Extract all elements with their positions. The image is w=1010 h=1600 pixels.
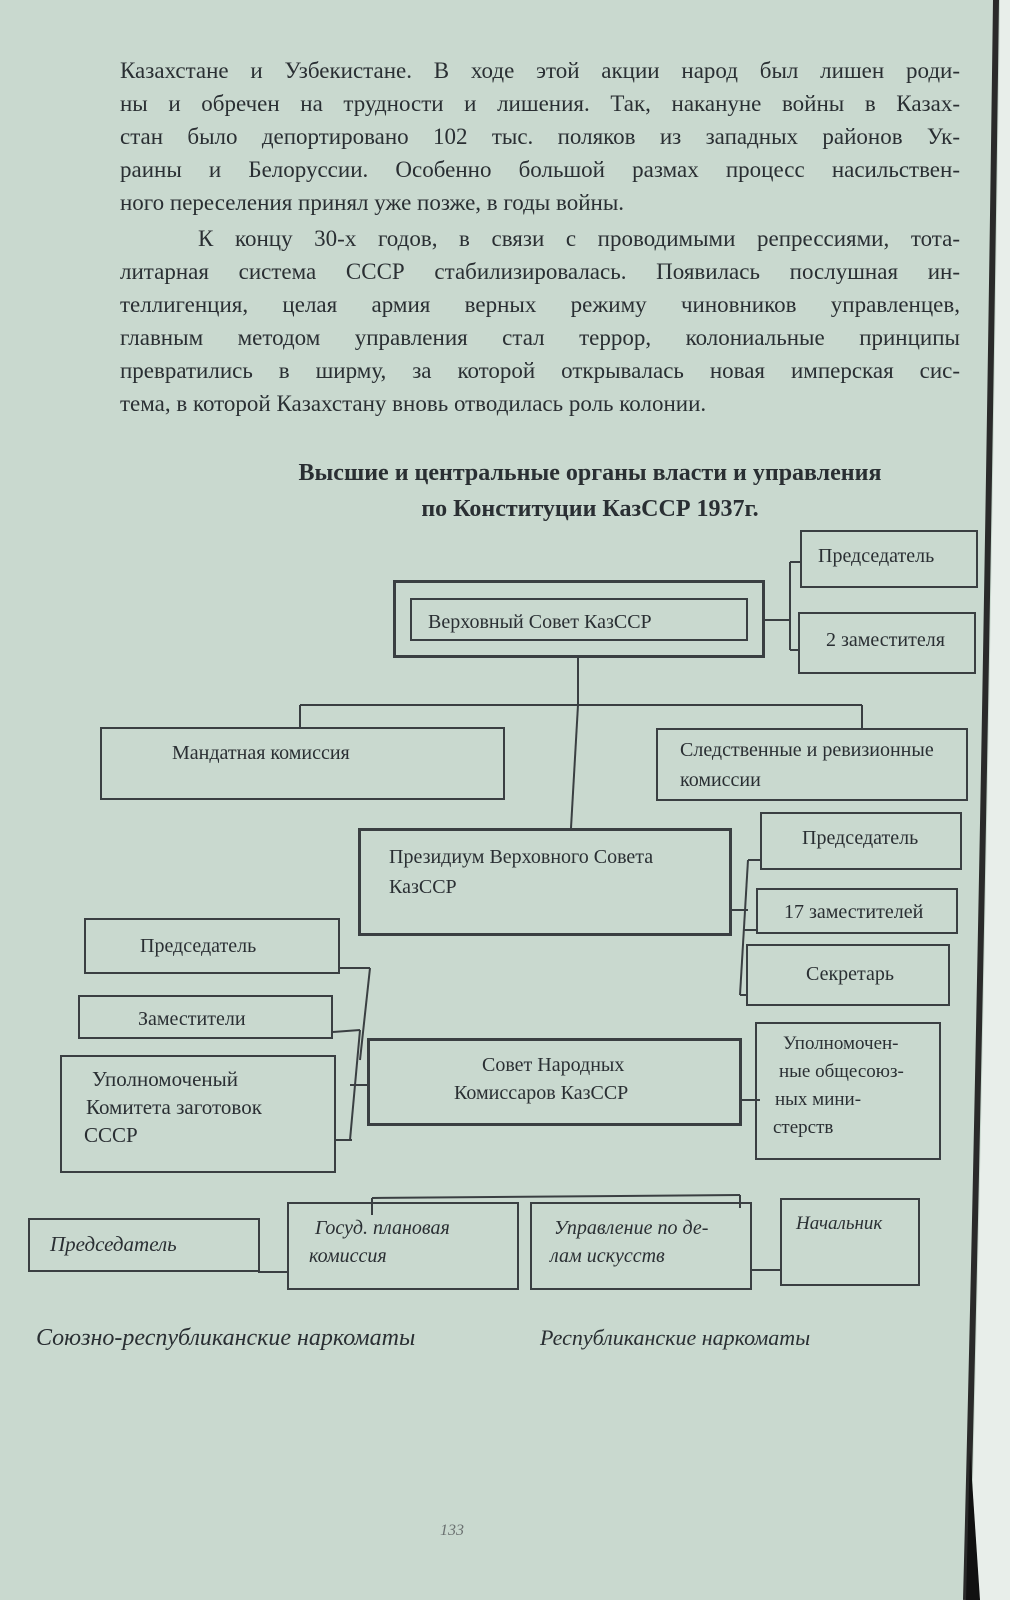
presidium-secretary-box: Секретарь <box>746 944 950 1006</box>
union-ministries-reps-box: Уполномочен- ные общесоюз- ных мини- сте… <box>755 1022 941 1160</box>
snk-chairman-box: Председатель <box>84 918 340 974</box>
snk-deputies-label: Заместители <box>138 1008 246 1030</box>
page-number: 133 <box>440 1522 464 1539</box>
diagram-title-line: по Конституции КазССР 1937г. <box>421 496 759 522</box>
union-ministries-reps-label-line: ные общесоюз- <box>779 1061 904 1082</box>
text-line: Казахстане и Узбекистане. В ходе этой ак… <box>120 58 960 83</box>
presidium-secretary-label: Секретарь <box>806 963 895 985</box>
arts-head-label: Начальник <box>796 1213 883 1234</box>
supreme-council-label: Верховный Совет КазССР <box>428 611 652 633</box>
sc-deputies-label: 2 заместителя <box>826 629 945 651</box>
arts-administration-label-line: Управление по де- <box>554 1217 709 1239</box>
state-planning-commission-label-line: Госуд. плановая <box>315 1217 450 1239</box>
text-line: превратились в ширму, за которой открыва… <box>120 358 960 383</box>
book-spine-shadow <box>963 0 1010 1600</box>
arts-head-box: Начальник <box>780 1198 920 1286</box>
union-ministries-reps-label-line: стерств <box>773 1117 834 1138</box>
paragraph-1: Казахстане и Узбекистане. В ходе этой ак… <box>120 54 960 219</box>
paragraph-2: К концу 30-х годов, в связи с проводимым… <box>120 222 960 420</box>
presidium-chairman-label: Председатель <box>802 827 919 849</box>
union-ministries-reps-label-line: Уполномочен- <box>783 1033 899 1054</box>
plan-chairman-label: Председатель <box>50 1232 177 1256</box>
text-line: теллигенция, целая армия верных режиму ч… <box>120 292 960 317</box>
plan-chairman-box: Председатель <box>28 1218 260 1272</box>
sc-deputies-box: 2 заместителя <box>798 612 976 674</box>
presidium-label-line: КазССР <box>389 876 457 898</box>
presidium-deputies-box: 17 заместителей <box>756 888 958 934</box>
diagram-title-line: Высшие и центральные органы власти и упр… <box>298 460 882 486</box>
union-republic-commissariats-caption: Союзно-республиканские наркоматы <box>36 1325 416 1351</box>
procurement-commissioner-box: Уполномоченый Комитета заготовок СССР <box>60 1055 336 1173</box>
text-line: раины и Белоруссии. Особенно большой раз… <box>120 157 960 182</box>
snk-deputies-box: Заместители <box>78 995 333 1039</box>
presidium-box: Президиум Верховного Совета КазССР <box>358 828 732 936</box>
text-line: тема, в которой Казахстану вновь отводил… <box>120 391 707 416</box>
republic-commissariats-caption: Республиканские наркоматы <box>540 1325 811 1350</box>
mandate-commission-label: Мандатная комиссия <box>172 742 350 764</box>
investigative-commissions-box: Следственные и ревизионные комиссии <box>656 728 968 801</box>
sc-chairman-label: Председатель <box>818 545 935 567</box>
text-line: стан было депортировано 102 тыс. поляков… <box>120 124 960 149</box>
council-of-peoples-commissars-box: Совет Народных Комиссаров КазССР <box>367 1038 742 1126</box>
text-line: ного переселения принял уже позже, в год… <box>120 190 625 215</box>
text-line: главным методом управления стал террор, … <box>120 325 960 350</box>
text-line: ны и обречен на трудности и лишения. Так… <box>120 91 960 116</box>
arts-administration-label-line: лам искусств <box>550 1245 665 1267</box>
union-ministries-reps-label-line: ных мини- <box>775 1089 862 1110</box>
supreme-council-box: Верховный Совет КазССР <box>393 580 765 658</box>
presidium-chairman-box: Председатель <box>760 812 962 870</box>
diagram-title: Высшие и центральные органы власти и упр… <box>230 455 950 527</box>
text-line: литарная система СССР стабилизировалась.… <box>120 259 960 284</box>
procurement-commissioner-label-line: Комитета заготовок <box>86 1095 262 1119</box>
council-of-peoples-commissars-label-line: Совет Народных <box>482 1054 625 1076</box>
arts-administration-box: Управление по де- лам искусств <box>530 1202 752 1290</box>
presidium-deputies-label: 17 заместителей <box>784 901 924 923</box>
procurement-commissioner-label-line: СССР <box>84 1123 138 1147</box>
snk-chairman-label: Председатель <box>140 935 257 957</box>
state-planning-commission-label-line: комиссия <box>309 1245 387 1267</box>
presidium-label-line: Президиум Верховного Совета <box>389 846 654 868</box>
mandate-commission-box: Мандатная комиссия <box>100 727 505 800</box>
sc-chairman-box: Председатель <box>800 530 978 588</box>
council-of-peoples-commissars-label-line: Комиссаров КазССР <box>454 1082 629 1104</box>
procurement-commissioner-label-line: Уполномоченый <box>92 1067 239 1091</box>
text-line: К концу 30-х годов, в связи с проводимым… <box>198 226 960 251</box>
state-planning-commission-box: Госуд. плановая комиссия <box>287 1202 519 1290</box>
investigative-commissions-label-line: Следственные и ревизионные <box>680 739 934 761</box>
investigative-commissions-label-line: комиссии <box>680 769 761 791</box>
supreme-council-inner-frame <box>410 598 748 641</box>
